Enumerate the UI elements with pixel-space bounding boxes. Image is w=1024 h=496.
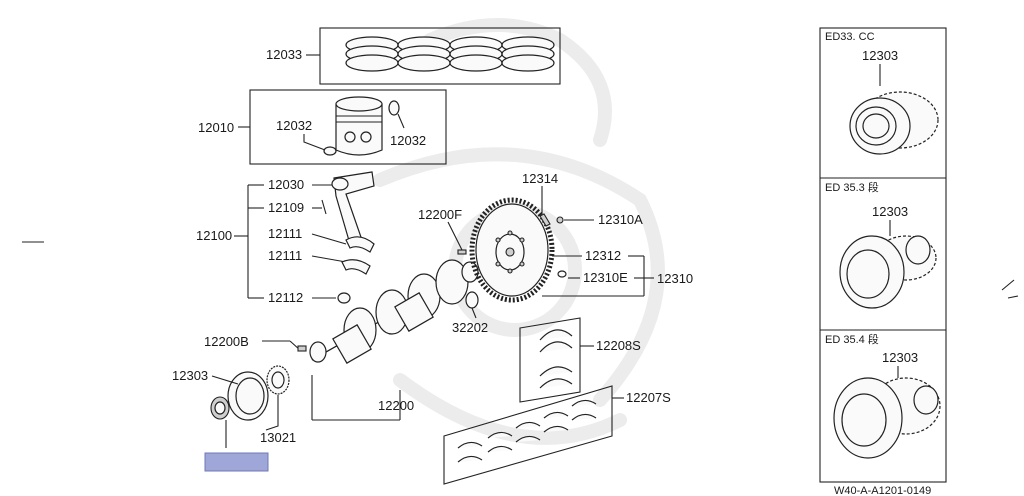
- label-12314[interactable]: 12314: [522, 171, 558, 186]
- main-bearing-set[interactable]: [443, 385, 624, 485]
- flywheel-dowel[interactable]: [457, 249, 467, 255]
- label-12032-right[interactable]: 12032: [390, 133, 426, 148]
- connecting-rod[interactable]: [321, 171, 375, 304]
- crank-pulley[interactable]: [210, 371, 269, 421]
- label-13021[interactable]: 13021: [260, 430, 296, 445]
- variant-3-pulley[interactable]: [833, 377, 941, 459]
- label-12111-upper[interactable]: 12111: [268, 226, 302, 241]
- flywheel[interactable]: [469, 197, 555, 303]
- label-12100[interactable]: 12100: [196, 228, 232, 243]
- label-12112[interactable]: 12112: [268, 290, 303, 305]
- flywheel-bolt[interactable]: [556, 216, 564, 224]
- connecting-rod-bracket: [234, 184, 347, 299]
- piston-assembly[interactable]: [238, 89, 447, 165]
- variant-2-header: ED 35.3 段: [825, 180, 879, 194]
- label-12033[interactable]: 12033: [266, 47, 302, 62]
- variant-1-pulley[interactable]: [849, 91, 939, 155]
- variant-1-part[interactable]: 12303: [862, 48, 898, 63]
- flywheel-washer[interactable]: [557, 270, 567, 278]
- variant-panels: [819, 27, 947, 483]
- label-12010[interactable]: 12010: [198, 120, 234, 135]
- label-12207S[interactable]: 12207S: [626, 390, 671, 405]
- variant-3-part[interactable]: 12303: [882, 350, 918, 365]
- label-12200B[interactable]: 12200B: [204, 334, 249, 349]
- variant-2-pulley[interactable]: [839, 235, 937, 309]
- label-12111-lower[interactable]: 12111: [268, 248, 302, 263]
- highlight-box[interactable]: [204, 452, 269, 472]
- variant-1-header: ED33. CC: [825, 31, 875, 43]
- label-12312[interactable]: 12312: [585, 248, 621, 263]
- label-12310A[interactable]: 12310A: [598, 212, 643, 227]
- diagram-code: W40-A-A1201-0149: [834, 485, 931, 496]
- piston-ring-set[interactable]: [306, 27, 561, 85]
- label-12032-left[interactable]: 12032: [276, 118, 312, 133]
- crankshaft[interactable]: [309, 259, 479, 364]
- label-12109[interactable]: 12109: [268, 200, 304, 215]
- thrust-bearing-set[interactable]: [519, 317, 594, 403]
- crank-key[interactable]: [297, 345, 307, 352]
- label-12310[interactable]: 12310: [657, 271, 693, 286]
- stray-mark-right: [1001, 279, 1019, 299]
- variant-2-part[interactable]: 12303: [872, 204, 908, 219]
- label-12200[interactable]: 12200: [378, 398, 414, 413]
- label-12303[interactable]: 12303: [172, 368, 208, 383]
- flywheel-bolt-plate[interactable]: [539, 213, 551, 227]
- pilot-bearing[interactable]: [465, 291, 479, 309]
- label-12310E[interactable]: 12310E: [583, 270, 628, 285]
- label-12030[interactable]: 12030: [268, 177, 304, 192]
- crank-timing-gear[interactable]: [266, 365, 290, 395]
- label-12208S[interactable]: 12208S: [596, 338, 641, 353]
- variant-3-header: ED 35.4 段: [825, 332, 879, 346]
- label-12200F[interactable]: 12200F: [418, 207, 462, 222]
- label-32202[interactable]: 32202: [452, 320, 488, 335]
